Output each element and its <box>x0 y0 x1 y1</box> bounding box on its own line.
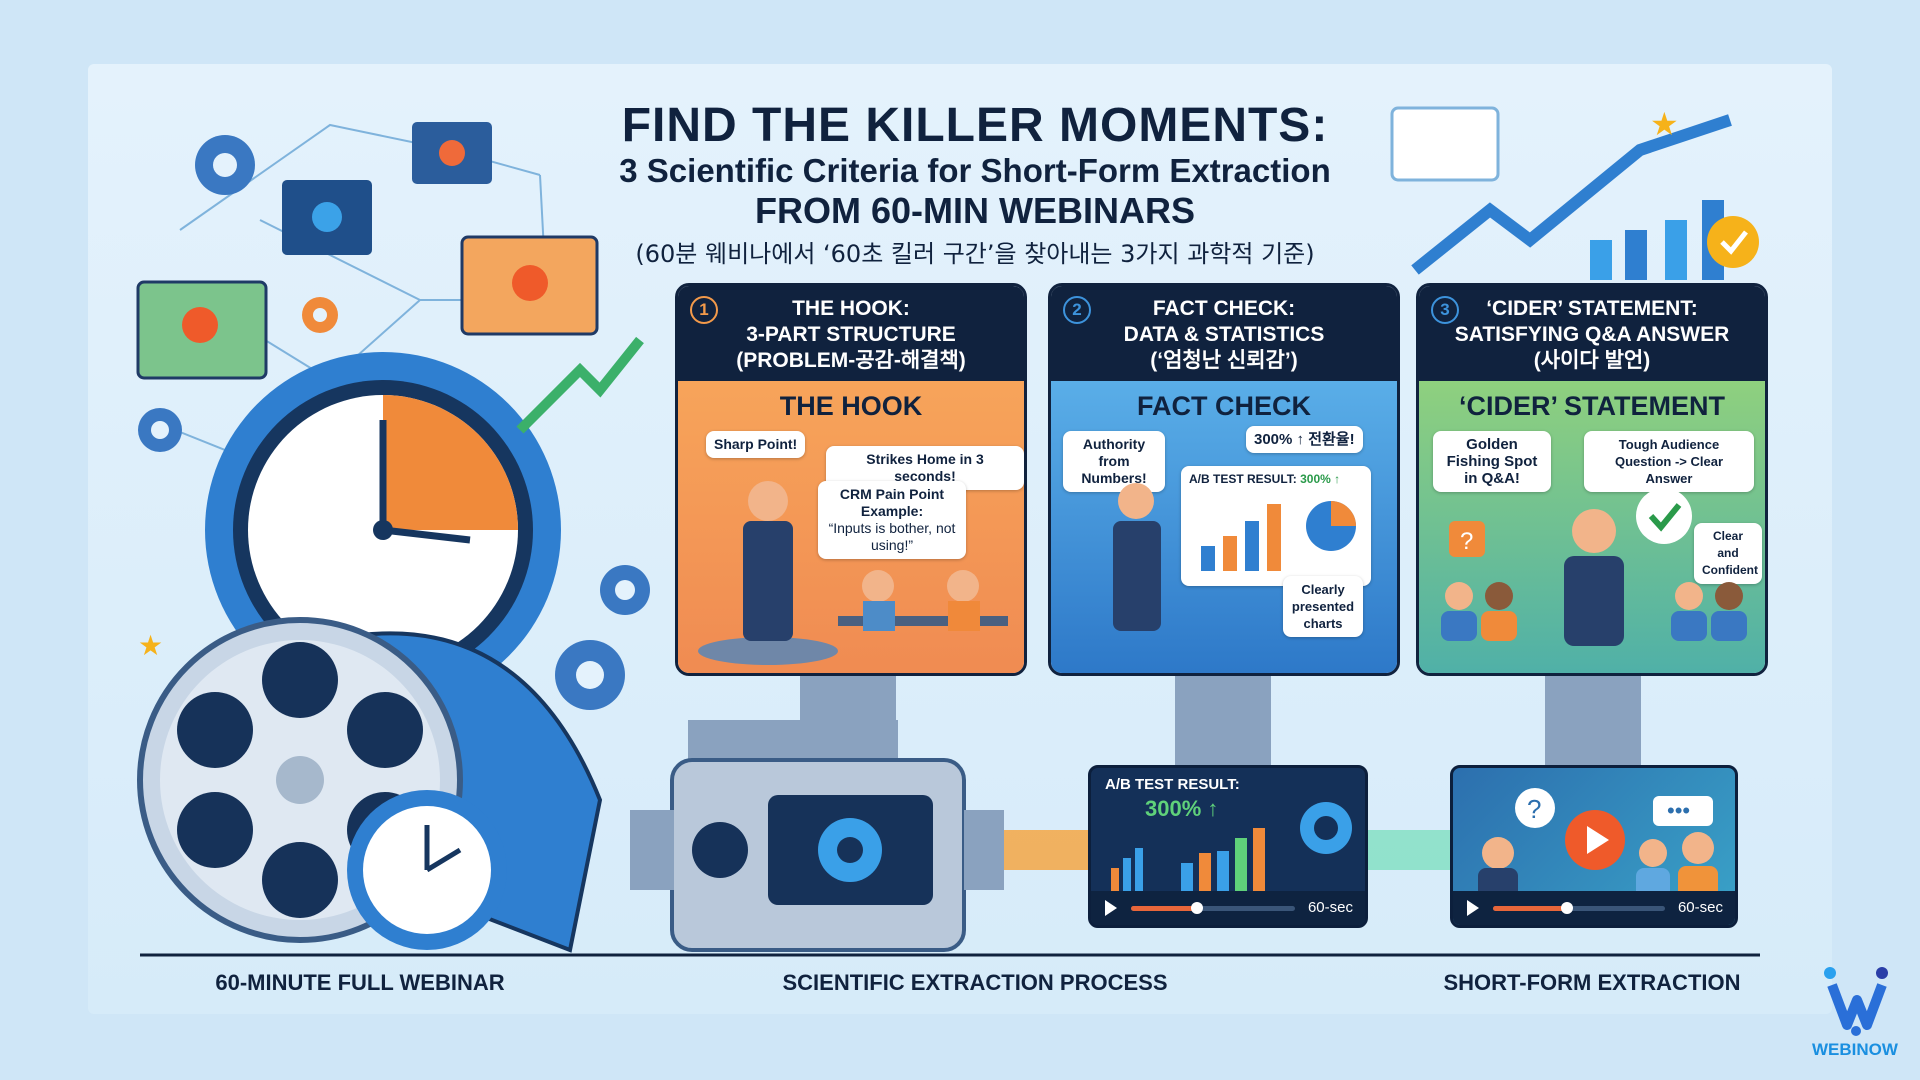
panel-title: FACT CHECK <box>1137 391 1311 421</box>
panel-cider: 3 ‘CIDER’ STATEMENT: SATISFYING Q&A ANSW… <box>1416 283 1768 676</box>
qa-illustration: ? <box>1441 488 1747 646</box>
video-duration: 60-sec <box>1677 899 1723 916</box>
check-badge-icon <box>1707 216 1759 268</box>
play-icon[interactable] <box>1105 900 1117 916</box>
gear-icon <box>600 565 650 615</box>
video-player-bar: 60-sec <box>1091 891 1365 925</box>
brand-name: WEBINOW <box>1812 1040 1898 1059</box>
korean-subtitle: (60분 웨비나에서 ‘60초 킬러 구간’을 찾아내는 3가지 과학적 기준) <box>635 240 1315 268</box>
video-label: A/B TEST RESULT: <box>1105 776 1240 793</box>
speech-bubble: Clearly presented charts <box>1283 576 1363 637</box>
bar-chart-icon <box>1201 501 1356 571</box>
speech-bubble: “Inputs is bother, not using!” <box>828 520 956 553</box>
gear-icon <box>555 640 625 710</box>
panel-heading: DATA & STATISTICS <box>1123 323 1325 346</box>
panel-heading: (‘엄청난 신뢰감’) <box>1150 349 1298 372</box>
speech-bubble: Tough Audience Question -> Clear Answer <box>1584 431 1754 492</box>
speech-bubble: 300% ↑ 전환율! <box>1246 426 1363 453</box>
progress-slider[interactable] <box>1493 902 1665 914</box>
play-icon[interactable] <box>1467 900 1479 916</box>
video-thumbnail <box>460 235 599 336</box>
panel-title: ‘CIDER’ STATEMENT <box>1458 391 1725 421</box>
panel-heading: ‘CIDER’ STATEMENT: <box>1486 297 1698 320</box>
main-title: FIND THE KILLER MOMENTS: <box>621 99 1329 152</box>
speech-bubble: Sharp Point! <box>706 431 806 458</box>
gear-icon <box>195 135 255 195</box>
chart-thumbnail <box>1111 802 1352 893</box>
video-thumbnail <box>136 280 268 380</box>
label-short-form: SHORT-FORM EXTRACTION <box>1443 970 1741 995</box>
svg-text:•••: ••• <box>1667 798 1690 823</box>
video-value: 300% ↑ <box>1145 796 1219 821</box>
gear-icon <box>302 297 338 333</box>
label-extraction-process: SCIENTIFIC EXTRACTION PROCESS <box>782 970 1168 995</box>
chart-label: A/B TEST RESULT: <box>1189 472 1297 486</box>
progress-slider[interactable] <box>1131 902 1295 914</box>
short-video-card-qa[interactable]: ? ••• 60-sec <box>1450 765 1738 928</box>
step-number: 1 <box>690 296 718 324</box>
video-player-bar: 60-sec <box>1453 891 1735 925</box>
panel-heading: SATISFYING Q&A ANSWER <box>1454 323 1730 346</box>
short-video-card-data[interactable]: A/B TEST RESULT: 300% ↑ 60-sec <box>1088 765 1368 928</box>
video-thumbnail <box>412 122 492 184</box>
small-clock-icon <box>347 790 507 950</box>
panel-hook: 1 THE HOOK: 3-PART STRUCTURE (PROBLEM-공감… <box>675 283 1027 676</box>
panel-heading: (PROBLEM-공감-해결책) <box>736 349 966 372</box>
panel-fact-check: 2 FACT CHECK: DATA & STATISTICS (‘엄청난 신뢰… <box>1048 283 1400 676</box>
chart-value: 300% ↑ <box>1300 472 1341 486</box>
growth-arrow-icon <box>516 336 644 434</box>
panel-heading: THE HOOK: <box>792 297 910 320</box>
speech-bubble-label: CRM Pain Point Example: <box>839 486 945 519</box>
video-duration: 60-sec <box>1307 899 1353 916</box>
step-number: 2 <box>1063 296 1091 324</box>
presenter-illustration <box>698 481 1008 665</box>
step-number: 3 <box>1431 296 1459 324</box>
label-full-webinar: 60-MINUTE FULL WEBINAR <box>215 970 505 995</box>
video-thumbnail <box>282 180 372 255</box>
speech-bubble: Golden Fishing Spot in Q&A! <box>1433 431 1551 492</box>
panel-heading: FACT CHECK: <box>1152 297 1296 320</box>
extraction-machine <box>630 720 1452 952</box>
gear-icon <box>138 408 182 452</box>
presenter-illustration <box>1113 483 1161 631</box>
subtitle: 3 Scientific Criteria for Short-Form Ext… <box>619 152 1331 189</box>
star-icon: ★ <box>138 630 163 661</box>
svg-text:?: ? <box>1460 528 1473 555</box>
subtitle-2: FROM 60-MIN WEBINARS <box>755 190 1195 231</box>
panel-title: THE HOOK <box>779 391 923 421</box>
qa-thumbnail: ? ••• <box>1478 788 1718 903</box>
speech-bubble: Clear and Confident <box>1694 523 1762 584</box>
svg-text:?: ? <box>1527 794 1541 824</box>
panel-heading: (사이다 발언) <box>1533 349 1651 372</box>
panel-heading: 3-PART STRUCTURE <box>746 323 956 346</box>
speech-bubble: Authority from Numbers! <box>1063 431 1165 492</box>
growth-chart-decor: ★ ★ <box>138 106 1759 661</box>
webinow-logo-icon <box>1824 967 1888 1036</box>
star-icon: ★ <box>1650 106 1679 142</box>
